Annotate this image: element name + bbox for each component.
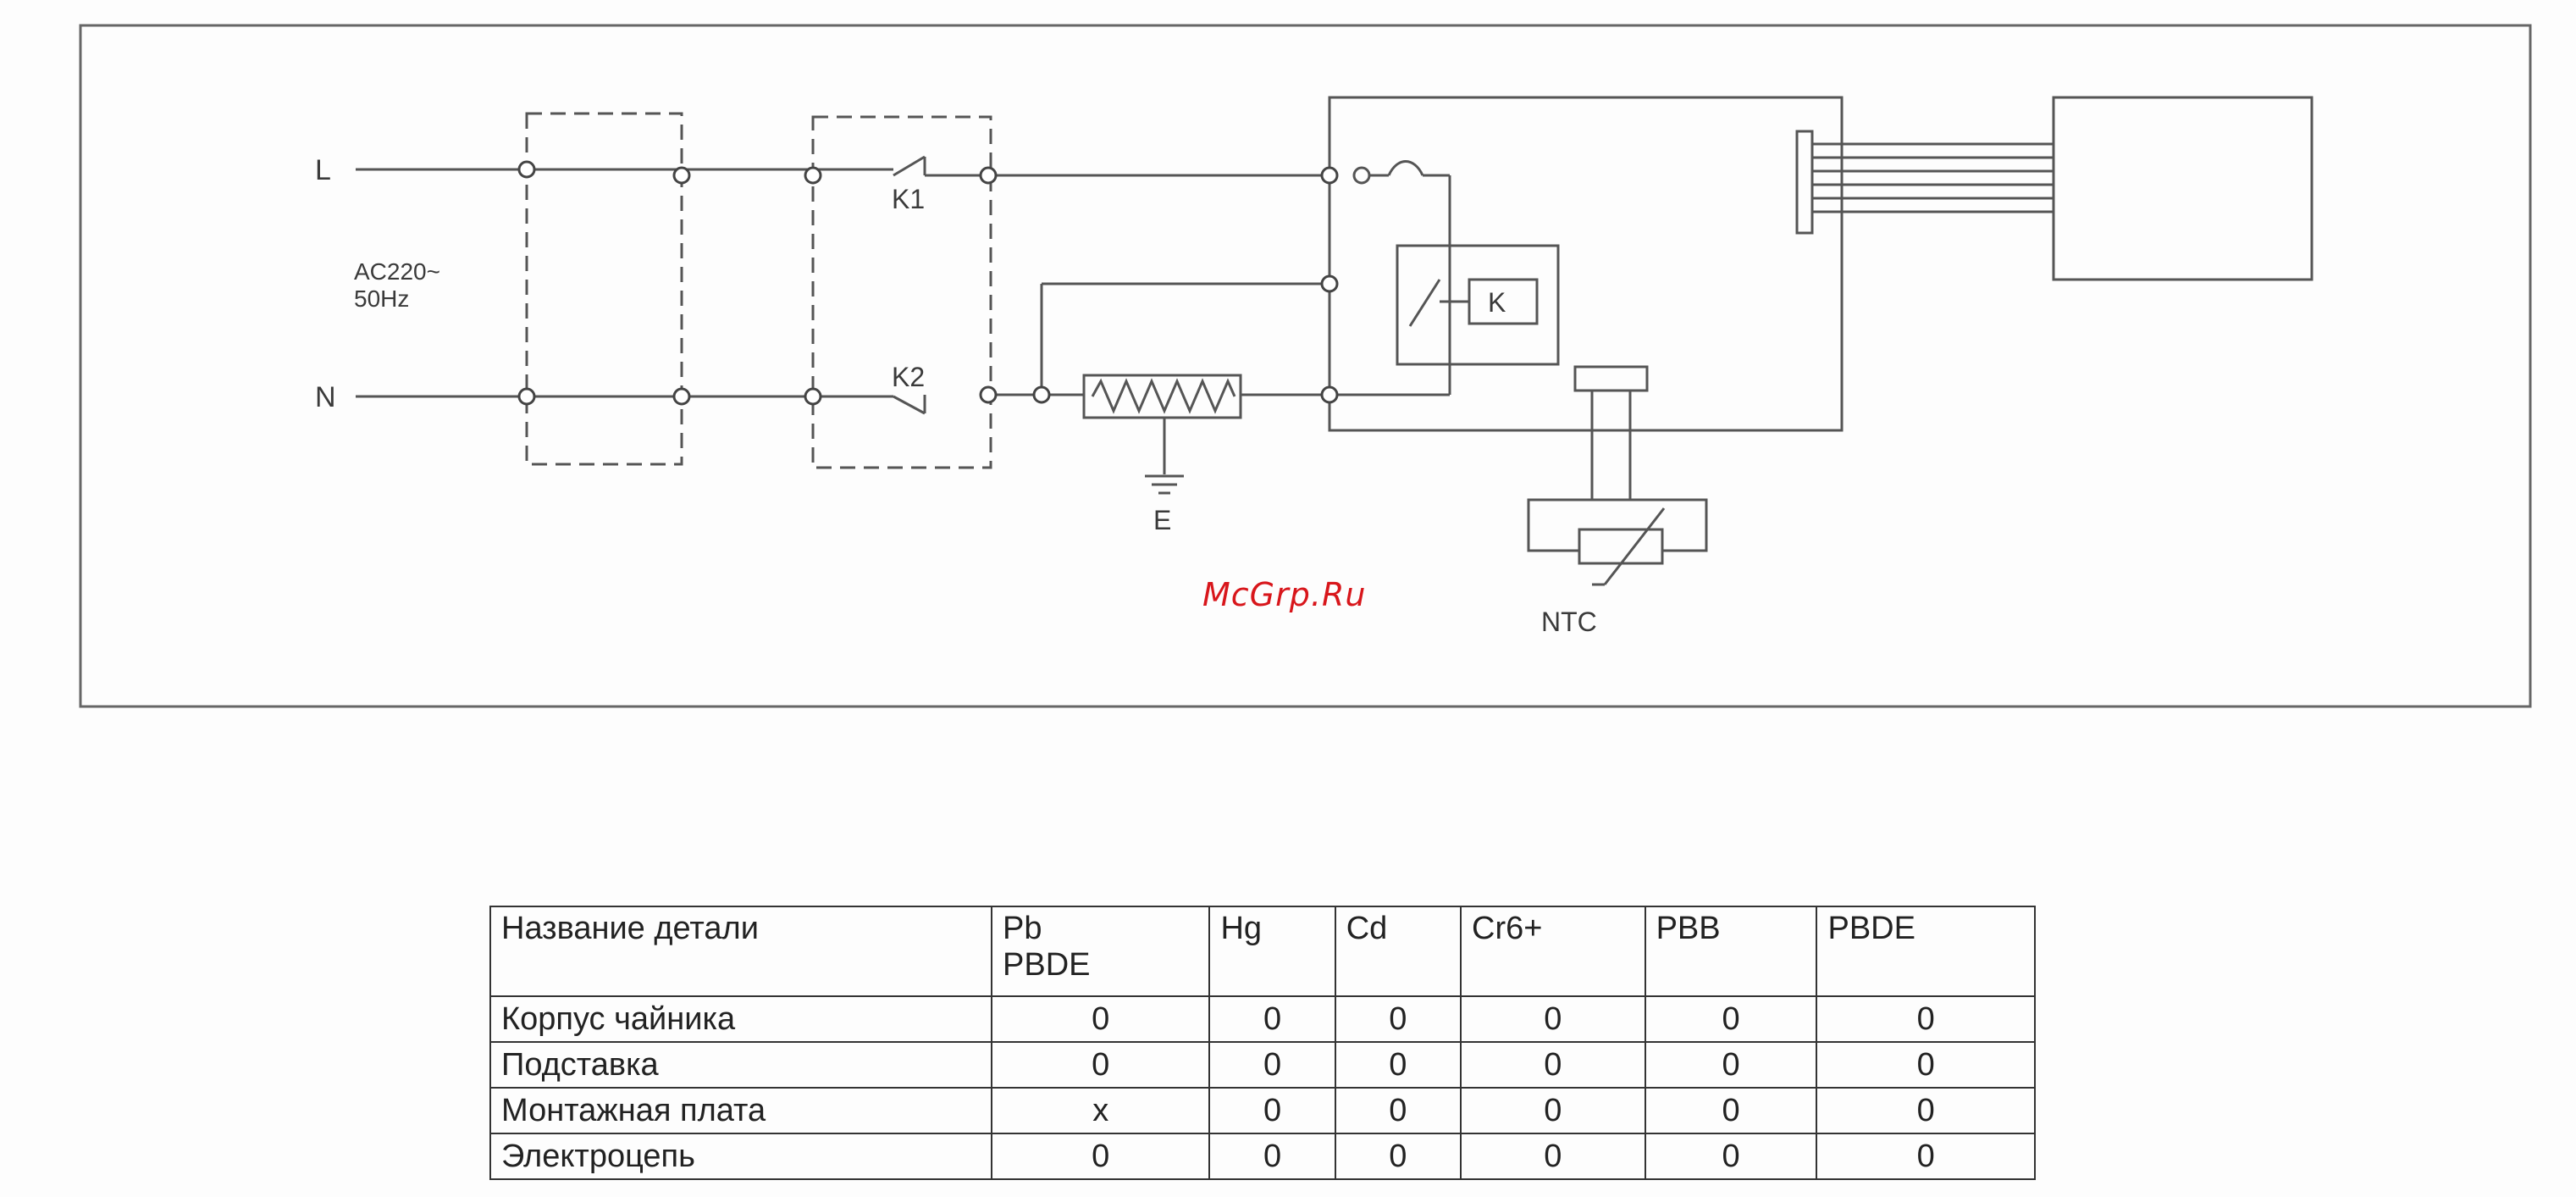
label-line: L (315, 154, 331, 186)
row-part-name: Подставка (490, 1042, 992, 1088)
ntc-cap (1575, 367, 1647, 391)
table-row: Электроцепь 0 0 0 0 0 0 (490, 1133, 2035, 1179)
cell-value: 0 (1335, 996, 1461, 1042)
header-cell: Cd (1335, 906, 1461, 996)
cell-value: 0 (1816, 1088, 2035, 1133)
cell-value: 0 (1816, 1042, 2035, 1088)
ntc-thermistor (1579, 529, 1662, 563)
cell-value: 0 (1209, 1088, 1335, 1133)
cell-value: 0 (1461, 996, 1645, 1042)
relay-box (1397, 246, 1558, 364)
header-label-wrap: PBDE (1003, 947, 1198, 984)
label-k2: K2 (892, 362, 925, 392)
label-neutral: N (315, 381, 336, 413)
cell-value: 0 (1461, 1133, 1645, 1179)
cell-value: 0 (1816, 996, 2035, 1042)
header-label: PBDE (1827, 911, 2024, 947)
fuse-symbol (1389, 162, 1423, 176)
row-part-name: Монтажная плата (490, 1088, 992, 1133)
header-label: Cd (1346, 911, 1450, 947)
header-cell: PBB (1645, 906, 1817, 996)
header-cell: PBDE (1816, 906, 2035, 996)
header-label: Cr6+ (1472, 911, 1634, 947)
cell-value: 0 (992, 996, 1209, 1042)
cell-value: 0 (1645, 1133, 1817, 1179)
cell-value: 0 (992, 1042, 1209, 1088)
table-row: Монтажная плата x 0 0 0 0 0 (490, 1088, 2035, 1133)
filter-box (527, 114, 682, 464)
cell-value: 0 (1335, 1133, 1461, 1179)
header-label: PBB (1656, 911, 1806, 947)
table-row: Подставка 0 0 0 0 0 0 (490, 1042, 2035, 1088)
switch-k1 (893, 157, 925, 175)
label-supply-frequency: 50Hz (354, 285, 409, 312)
cell-value: x (992, 1088, 1209, 1133)
row-part-name: Корпус чайника (490, 996, 992, 1042)
cell-value: 0 (1209, 996, 1335, 1042)
label-k1: K1 (892, 184, 925, 214)
header-label: Hg (1220, 911, 1324, 947)
header-cell: Cr6+ (1461, 906, 1645, 996)
switch-k2 (893, 396, 925, 413)
display-module (2054, 97, 2312, 280)
header-part-name: Название детали (490, 906, 992, 996)
label-earth: E (1153, 505, 1171, 535)
row-part-name: Электроцепь (490, 1133, 992, 1179)
cell-value: 0 (1816, 1133, 2035, 1179)
connector (1797, 131, 1812, 233)
label-relay: K (1488, 287, 1506, 318)
table-row: Корпус чайника 0 0 0 0 0 0 (490, 996, 2035, 1042)
cell-value: 0 (1645, 1042, 1817, 1088)
cell-value: 0 (992, 1133, 1209, 1179)
label-supply-voltage: AC220~ (354, 258, 440, 285)
cell-value: 0 (1461, 1042, 1645, 1088)
header-cell: Hg (1209, 906, 1335, 996)
cell-value: 0 (1645, 996, 1817, 1042)
cell-value: 0 (1209, 1133, 1335, 1179)
watermark: McGrp.Ru (1202, 576, 1366, 613)
circuit-diagram: L N AC220~ 50Hz K1 K2 E K NTC (0, 0, 2576, 762)
cell-value: 0 (1209, 1042, 1335, 1088)
control-board (1329, 97, 1842, 430)
cell-value: 0 (1645, 1088, 1817, 1133)
cell-value: 0 (1461, 1088, 1645, 1133)
cell-value: 0 (1335, 1088, 1461, 1133)
label-ntc: NTC (1541, 607, 1597, 637)
header-label: Pb (1003, 911, 1198, 947)
cell-value: 0 (1335, 1042, 1461, 1088)
